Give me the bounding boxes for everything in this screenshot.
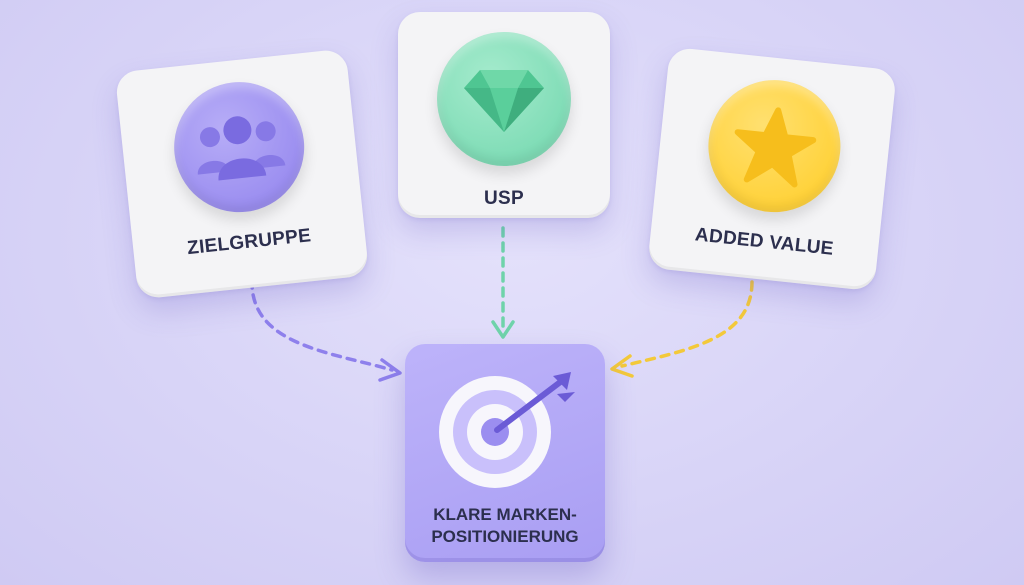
result-label: KLARE MARKEN- POSITIONIERUNG xyxy=(431,504,578,548)
arrowhead-zielgruppe xyxy=(378,358,402,382)
result-label-line1: KLARE MARKEN- xyxy=(433,505,577,524)
people-group-icon xyxy=(167,75,311,219)
usp-card: USP xyxy=(398,12,610,218)
arrowhead-usp xyxy=(491,320,515,339)
zielgruppe-card: ZIELGRUPPE xyxy=(114,48,370,300)
zielgruppe-label: ZIELGRUPPE xyxy=(186,225,313,260)
star-icon xyxy=(701,73,847,219)
target-arrow-icon xyxy=(425,370,585,490)
diamond-gem-icon xyxy=(437,32,571,166)
result-card: KLARE MARKEN- POSITIONIERUNG xyxy=(405,344,605,562)
arrowhead-added-value xyxy=(610,354,634,378)
added-value-label: ADDED VALUE xyxy=(694,224,835,260)
usp-label: USP xyxy=(484,188,524,209)
arrow-zielgruppe-to-result xyxy=(250,278,394,372)
added-value-card: ADDED VALUE xyxy=(647,46,897,292)
result-label-line2: POSITIONIERUNG xyxy=(431,527,579,546)
arrow-added-value-to-result xyxy=(620,280,754,368)
